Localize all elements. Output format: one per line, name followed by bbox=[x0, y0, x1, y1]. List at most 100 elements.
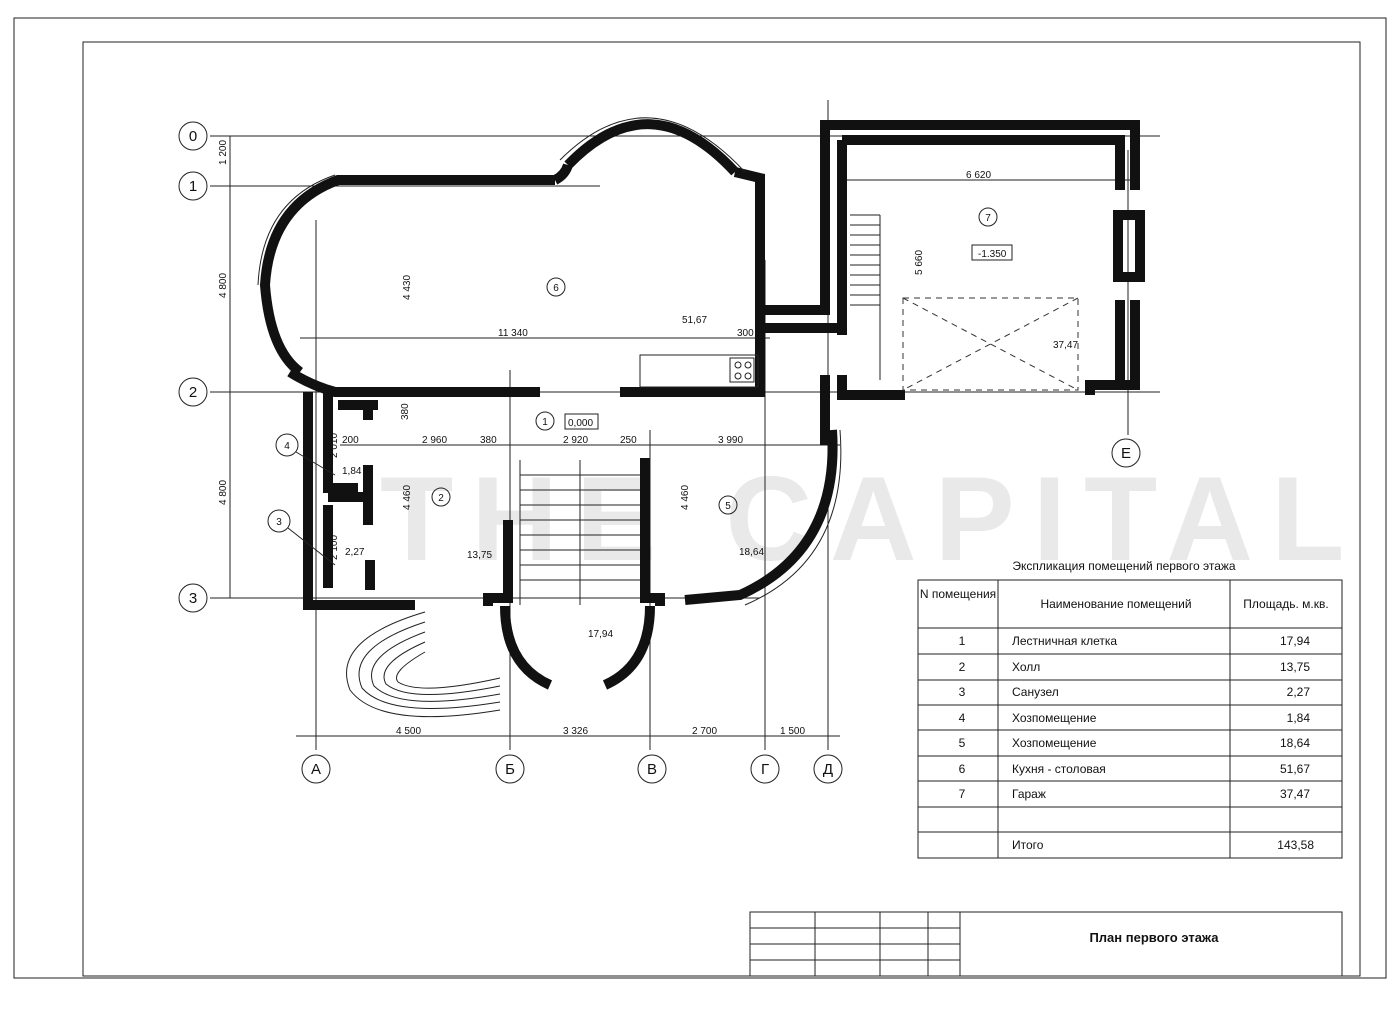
svg-text:380: 380 bbox=[480, 435, 497, 446]
svg-text:1: 1 bbox=[959, 634, 966, 648]
walls bbox=[257, 117, 1145, 718]
table-row: 2 Холл 13,75 bbox=[959, 660, 1311, 674]
room-number-1: 1 bbox=[542, 417, 548, 428]
drawing-title: План первого этажа bbox=[1089, 930, 1219, 945]
title-block: План первого этажа bbox=[749, 911, 1343, 977]
svg-text:4 460: 4 460 bbox=[402, 485, 413, 510]
svg-text:Хозпомещение: Хозпомещение bbox=[1012, 736, 1097, 750]
svg-text:Д: Д bbox=[823, 761, 833, 778]
level-garage: -1.350 bbox=[978, 249, 1007, 260]
header-area: Площадь. м.кв. bbox=[1243, 597, 1328, 611]
stair-lines bbox=[519, 214, 881, 605]
table-row: 1 Лестничная клетка 17,94 bbox=[959, 634, 1311, 648]
room-number-5: 5 bbox=[725, 501, 731, 512]
svg-text:1 500: 1 500 bbox=[780, 726, 805, 737]
svg-text:2 010: 2 010 bbox=[329, 433, 340, 458]
svg-text:Холл: Холл bbox=[1012, 660, 1040, 674]
svg-text:3: 3 bbox=[189, 590, 197, 607]
level-zero: 0,000 bbox=[568, 418, 593, 429]
svg-text:1: 1 bbox=[189, 178, 197, 195]
room-number-7: 7 bbox=[985, 213, 991, 224]
svg-text:Хозпомещение: Хозпомещение bbox=[1012, 711, 1097, 725]
col-axis-e: Е bbox=[1111, 438, 1141, 468]
svg-text:4 430: 4 430 bbox=[402, 275, 413, 300]
svg-text:2,27: 2,27 bbox=[1287, 685, 1311, 699]
svg-text:0: 0 bbox=[189, 128, 197, 145]
watermark: THE CAPITAL bbox=[380, 452, 1362, 586]
table-row: 4 Хозпомещение 1,84 bbox=[959, 711, 1311, 725]
svg-text:2 100: 2 100 bbox=[329, 535, 340, 560]
svg-text:380: 380 bbox=[400, 403, 411, 420]
svg-text:4 460: 4 460 bbox=[680, 485, 691, 510]
svg-text:6: 6 bbox=[959, 762, 966, 776]
svg-text:Санузел: Санузел bbox=[1012, 685, 1059, 699]
svg-text:6 620: 6 620 bbox=[966, 170, 991, 181]
svg-text:2: 2 bbox=[959, 660, 966, 674]
svg-text:В: В bbox=[647, 761, 657, 778]
svg-text:Б: Б bbox=[505, 761, 515, 778]
kitchen-counter bbox=[639, 354, 759, 388]
table-row: 3 Санузел 2,27 bbox=[959, 685, 1311, 699]
room-area-7: 37,47 bbox=[1053, 340, 1078, 351]
svg-text:А: А bbox=[311, 761, 321, 778]
svg-text:5: 5 bbox=[959, 736, 966, 750]
row-axis-1: 1 bbox=[178, 171, 208, 201]
svg-text:4 500: 4 500 bbox=[396, 726, 421, 737]
svg-text:143,58: 143,58 bbox=[1277, 838, 1314, 852]
room-area-2: 13,75 bbox=[467, 550, 492, 561]
room-number-2: 2 bbox=[438, 493, 444, 504]
row-axis-2: 2 bbox=[178, 377, 208, 407]
col-axis-a: А bbox=[301, 754, 331, 784]
svg-text:Итого: Итого bbox=[1012, 838, 1044, 852]
svg-text:Лестничная клетка: Лестничная клетка bbox=[1012, 634, 1117, 648]
garage-car-outline bbox=[902, 297, 1079, 391]
svg-text:300: 300 bbox=[737, 328, 754, 339]
svg-text:4: 4 bbox=[959, 711, 966, 725]
col-axis-g: Г bbox=[750, 754, 780, 784]
table-row: 5 Хозпомещение 18,64 bbox=[959, 736, 1311, 750]
svg-text:2 960: 2 960 bbox=[422, 435, 447, 446]
svg-text:Е: Е bbox=[1121, 445, 1131, 462]
svg-text:7: 7 bbox=[959, 787, 966, 801]
svg-text:3 990: 3 990 bbox=[718, 435, 743, 446]
room-number-3: 3 bbox=[276, 517, 282, 528]
svg-text:Кухня - столовая: Кухня - столовая bbox=[1012, 762, 1106, 776]
svg-text:2 700: 2 700 bbox=[692, 726, 717, 737]
svg-text:2: 2 bbox=[189, 384, 197, 401]
row-axis-0: 0 bbox=[178, 121, 208, 151]
col-axis-d: Д bbox=[813, 754, 843, 784]
room-area-4: 1,84 bbox=[342, 466, 362, 477]
svg-text:17,94: 17,94 bbox=[1280, 634, 1310, 648]
svg-text:11 340: 11 340 bbox=[498, 328, 528, 339]
room-area-5: 18,64 bbox=[739, 547, 764, 558]
header-number: N помещения bbox=[920, 587, 996, 601]
explication-table: Экспликация помещений первого этажа N по… bbox=[917, 559, 1343, 859]
svg-text:51,67: 51,67 bbox=[1280, 762, 1310, 776]
room-labels: 6 51,67 7 -1.350 37,47 1 0,000 17,94 2 1… bbox=[267, 207, 1078, 640]
row-axis-3: 3 bbox=[178, 583, 208, 613]
room-area-1: 17,94 bbox=[588, 629, 613, 640]
svg-text:200: 200 bbox=[342, 435, 359, 446]
svg-text:Г: Г bbox=[761, 761, 769, 778]
total-row: Итого 143,58 bbox=[1012, 838, 1314, 852]
svg-text:Гараж: Гараж bbox=[1012, 787, 1046, 801]
col-axis-b: Б bbox=[495, 754, 525, 784]
svg-text:13,75: 13,75 bbox=[1280, 660, 1310, 674]
room-area-3: 2,27 bbox=[345, 547, 365, 558]
outer-frame bbox=[13, 17, 1387, 979]
svg-text:3: 3 bbox=[959, 685, 966, 699]
dimensions: 1 200 4 800 4 800 4 430 4 460 380 4 460 … bbox=[218, 140, 991, 737]
svg-text:5 660: 5 660 bbox=[914, 250, 925, 275]
room-area-6: 51,67 bbox=[682, 315, 707, 326]
svg-text:4 800: 4 800 bbox=[218, 273, 229, 298]
svg-text:18,64: 18,64 bbox=[1280, 736, 1310, 750]
svg-text:1,84: 1,84 bbox=[1287, 711, 1311, 725]
header-name: Наименование помещений bbox=[1040, 597, 1191, 611]
svg-text:1 200: 1 200 bbox=[218, 140, 229, 165]
svg-text:4 800: 4 800 bbox=[218, 480, 229, 505]
room-number-4: 4 bbox=[284, 441, 290, 452]
table-row: 7 Гараж 37,47 bbox=[959, 787, 1311, 801]
table-row: 6 Кухня - столовая 51,67 bbox=[959, 762, 1311, 776]
